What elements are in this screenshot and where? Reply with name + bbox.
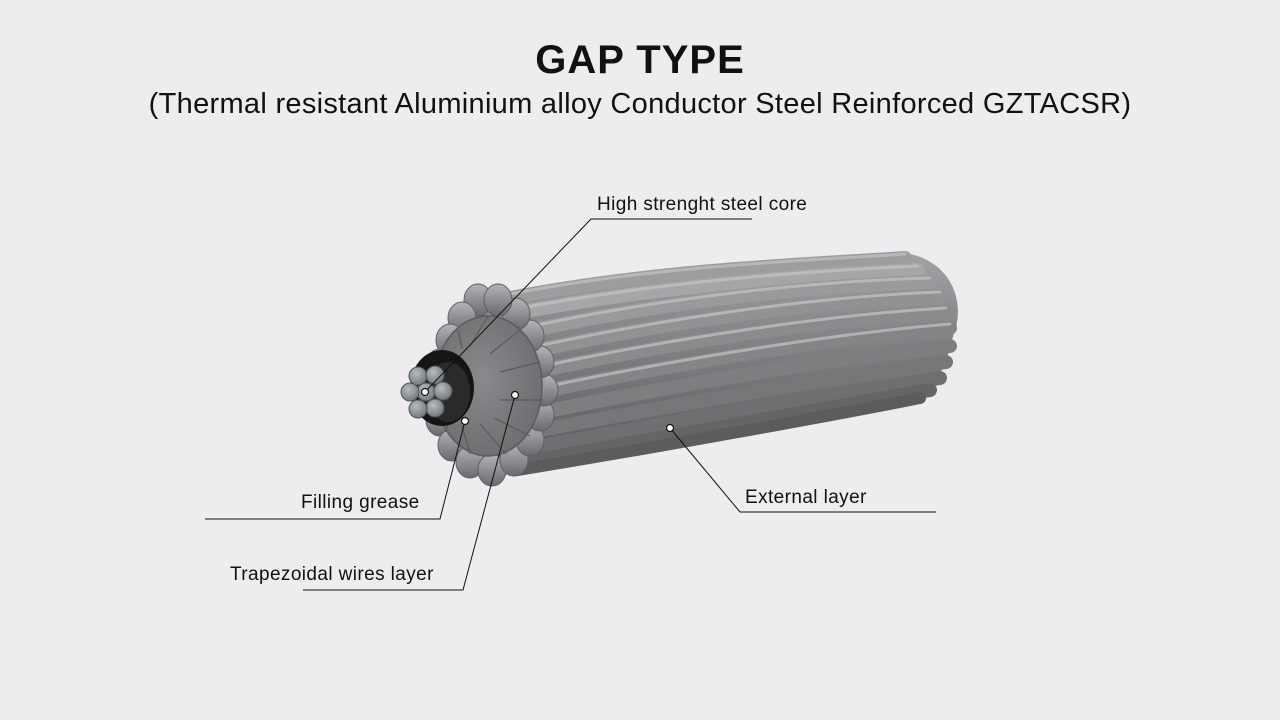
leader-lines (205, 218, 936, 591)
strand-highlights (498, 252, 952, 393)
leader-filling-grease (205, 420, 466, 520)
dot-steel-core (420, 387, 430, 397)
label-trapezoidal-layer: Trapezoidal wires layer (230, 564, 434, 585)
leader-steel-core (424, 218, 752, 393)
dot-filling-grease (460, 416, 470, 426)
label-filling-grease: Filling grease (301, 492, 420, 513)
leader-trapezoidal (303, 394, 516, 591)
leader-dots (420, 387, 675, 433)
diagram-title: GAP TYPE (535, 38, 745, 82)
dot-trapezoidal (510, 390, 520, 400)
label-steel-core: High strenght steel core (597, 194, 808, 215)
diagram-subtitle: (Thermal resistant Aluminium alloy Condu… (148, 88, 1132, 120)
steel-core (400, 365, 453, 419)
dot-external (665, 423, 675, 433)
leader-external (669, 427, 936, 513)
external-layer-strands (493, 251, 957, 476)
label-external-layer: External layer (745, 487, 867, 508)
